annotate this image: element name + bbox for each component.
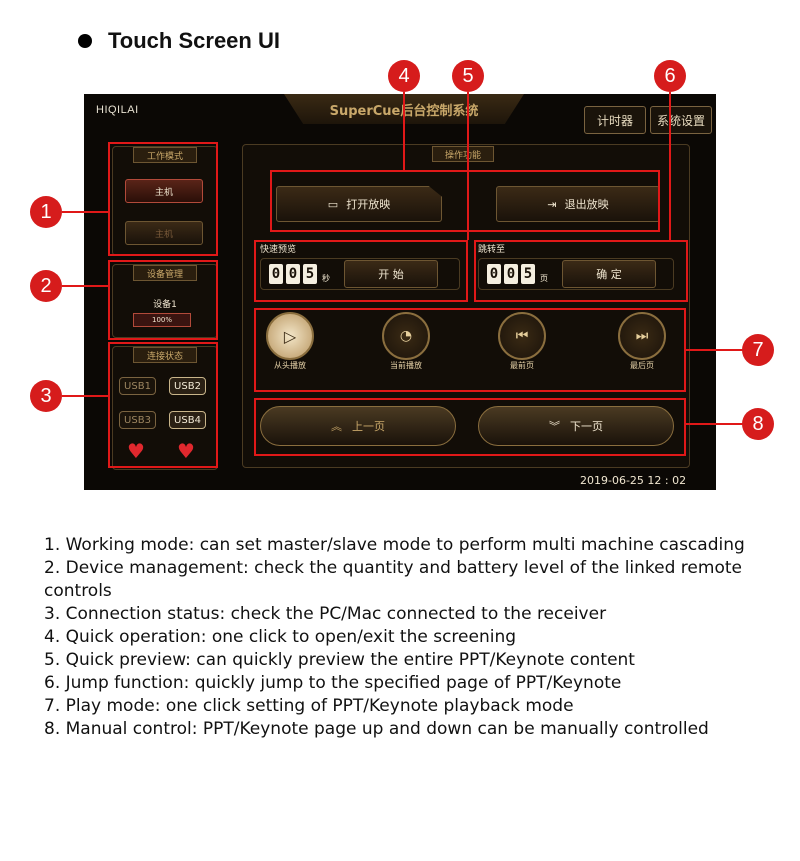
next-page-button[interactable]: ︾ 下一页 (478, 406, 674, 446)
description-6: 6. Jump function: quickly jump to the sp… (44, 673, 622, 693)
play-current[interactable]: ◔ 当前播放 (376, 312, 436, 371)
jump-label: 跳转至 (478, 245, 506, 255)
play-from-start-label: 从头播放 (274, 361, 306, 370)
play-current-label: 当前播放 (390, 361, 422, 370)
callout-box-8 (254, 398, 686, 456)
master-mode-button[interactable]: 主机 (125, 179, 203, 203)
datetime: 2019-06-25 12 : 02 (580, 474, 687, 487)
description-2: 2. Device management: check the quantity… (44, 558, 742, 601)
jump-confirm-button[interactable]: 确 定 (562, 260, 656, 288)
section-heading: Touch Screen UI (78, 28, 280, 54)
leader-7 (686, 349, 744, 351)
timer-button[interactable]: 计时器 (584, 106, 646, 134)
jump-digit-1[interactable]: 0 (487, 264, 501, 284)
work-mode-panel: 工作模式 主机 主机 (112, 146, 218, 256)
usb4-status: USB4 (169, 411, 206, 429)
description-8: 8. Manual control: PPT/Keynote page up a… (44, 719, 709, 739)
callout-3: 3 (30, 380, 62, 412)
preview-digit-3[interactable]: 5 (303, 264, 317, 284)
connection-status-panel: 连接状态 USB1 USB2 USB3 USB4 ♥ ♥ (112, 346, 218, 470)
first-page[interactable]: ⏮ 最前页 (492, 312, 552, 371)
callout-box-6 (474, 240, 688, 302)
quick-preview-label: 快速预览 (260, 245, 297, 255)
jump-digit-3[interactable]: 5 (521, 264, 535, 284)
callout-7: 7 (742, 334, 774, 366)
description-7: 7. Play mode: one click setting of PPT/K… (44, 696, 574, 716)
description-4: 4. Quick operation: one click to open/ex… (44, 627, 517, 647)
callout-1: 1 (30, 196, 62, 228)
preview-start-button[interactable]: 开 始 (344, 260, 438, 288)
connection-status-label: 连接状态 (133, 347, 197, 363)
heart-icon: ♥ (127, 439, 145, 463)
device-management-label: 设备管理 (133, 265, 197, 281)
leader-8 (686, 423, 744, 425)
feature-descriptions: 1. Working mode: can set master/slave mo… (44, 534, 784, 741)
last-page-label: 最后页 (630, 361, 654, 370)
touch-screen: HIQILAI SuperCue后台控制系统 计时器 系统设置 工作模式 主机 … (84, 94, 716, 490)
prev-page-button[interactable]: ︽ 上一页 (260, 406, 456, 446)
system-settings-button[interactable]: 系统设置 (650, 106, 712, 134)
description-5: 5. Quick preview: can quickly preview th… (44, 650, 635, 670)
exit-screening-label: 退出放映 (564, 198, 609, 211)
bullet-icon (78, 34, 92, 48)
play-current-icon: ◔ (382, 312, 430, 360)
device-name: 设备1 (153, 300, 177, 310)
slave-mode-button[interactable]: 主机 (125, 221, 203, 245)
leader-1 (62, 211, 108, 213)
play-from-start[interactable]: ▷ 从头播放 (260, 312, 320, 371)
open-screening-button[interactable]: ▭ 打开放映 (276, 186, 442, 222)
play-from-start-icon: ▷ (266, 312, 314, 360)
leader-6 (669, 92, 671, 240)
callout-box-2 (108, 260, 218, 340)
leader-4 (403, 92, 405, 170)
first-page-label: 最前页 (510, 361, 534, 370)
callout-box-3 (108, 342, 218, 468)
last-page[interactable]: ⏭ 最后页 (612, 312, 672, 371)
callout-box-5 (254, 240, 468, 302)
leader-2 (62, 285, 108, 287)
operation-label: 操作功能 (432, 146, 494, 162)
callout-2: 2 (30, 270, 62, 302)
exit-icon: ⇥ (547, 197, 557, 211)
usb3-status: USB3 (119, 411, 156, 429)
next-page-label: 下一页 (570, 420, 603, 433)
brand-logo: HIQILAI (96, 104, 139, 116)
work-mode-label: 工作模式 (133, 147, 197, 163)
callout-box-1 (108, 142, 218, 256)
heartbeat-icon: ♥ (177, 439, 195, 463)
usb1-status: USB1 (119, 377, 156, 395)
monitor-icon: ▭ (327, 197, 339, 211)
exit-screening-button[interactable]: ⇥ 退出放映 (496, 186, 660, 222)
callout-6: 6 (654, 60, 686, 92)
description-1: 1. Working mode: can set master/slave mo… (44, 535, 745, 555)
device-management-panel: 设备管理 设备1 100% (112, 264, 218, 338)
callout-box-7 (254, 308, 686, 392)
leader-5 (467, 92, 469, 240)
preview-digit-1[interactable]: 0 (269, 264, 283, 284)
preview-digit-2[interactable]: 0 (286, 264, 300, 284)
first-page-icon: ⏮ (498, 312, 546, 360)
battery-indicator: 100% (133, 313, 191, 327)
callout-5: 5 (452, 60, 484, 92)
callout-8: 8 (742, 408, 774, 440)
usb2-status: USB2 (169, 377, 206, 395)
open-screening-label: 打开放映 (346, 198, 391, 211)
quick-preview-control: 0 0 5 秒 开 始 (260, 258, 460, 290)
callout-4: 4 (388, 60, 420, 92)
preview-unit: 秒 (322, 273, 330, 283)
chevron-up-icon: ︽ (331, 420, 342, 433)
last-page-icon: ⏭ (618, 312, 666, 360)
callout-box-4 (270, 170, 660, 232)
jump-digit-2[interactable]: 0 (504, 264, 518, 284)
jump-unit: 页 (540, 273, 548, 283)
description-3: 3. Connection status: check the PC/Mac c… (44, 604, 607, 624)
heading-text: Touch Screen UI (108, 28, 280, 53)
leader-3 (62, 395, 108, 397)
jump-control: 0 0 5 页 确 定 (478, 258, 674, 290)
prev-page-label: 上一页 (352, 420, 385, 433)
chevron-down-icon: ︾ (549, 420, 560, 433)
